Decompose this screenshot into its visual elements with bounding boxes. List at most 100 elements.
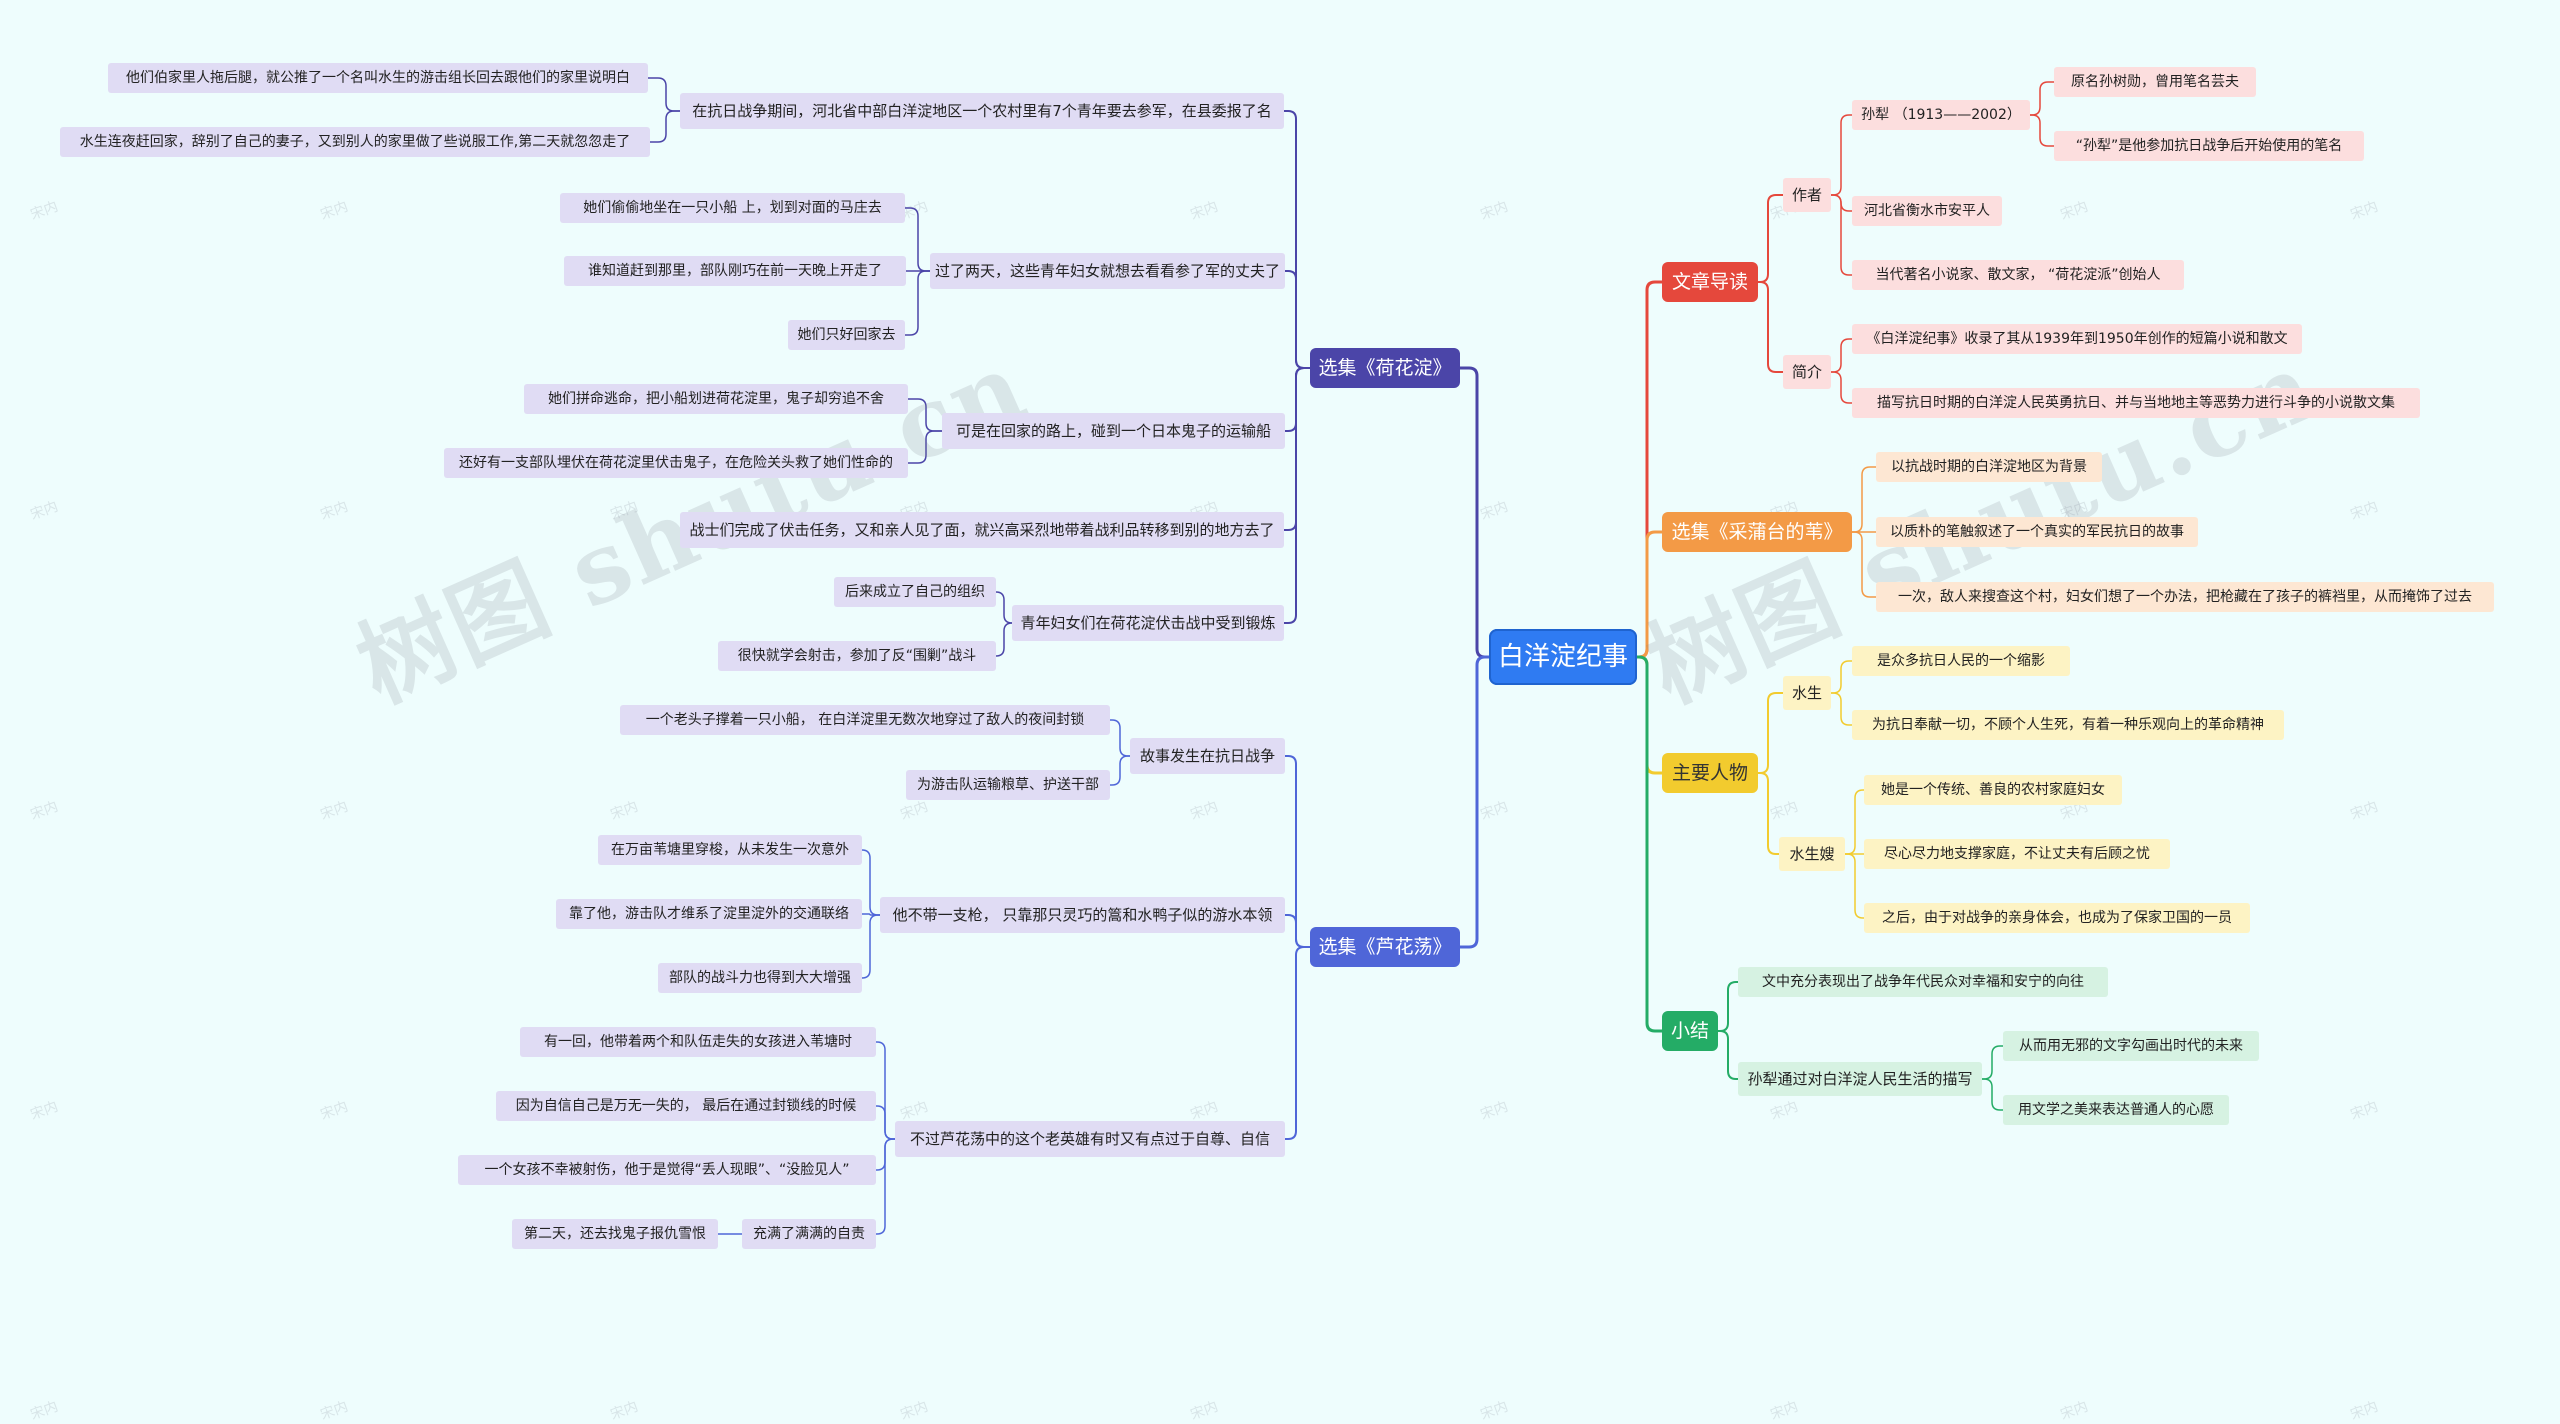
hhd-2-leaf-3[interactable]: 她们只好回家去	[788, 320, 905, 350]
connector	[1635, 530, 1664, 659]
lhd-topic-3[interactable]: 不过芦花荡中的这个老英雄有时又有点过于自尊、自信	[895, 1121, 1285, 1157]
watermark-glyph: 宋内	[608, 1398, 641, 1424]
branch-caipu[interactable]: 选集《采蒲台的苇》	[1662, 512, 1852, 552]
connector	[875, 1138, 896, 1235]
connector	[2029, 81, 2055, 116]
intro-leaf-1[interactable]: 《白洋淀纪事》收录了其从1939年到1950年创作的短篇小说和散文	[1852, 324, 2302, 354]
lhd-3-leaf-2[interactable]: 因为自信自己是万无一失的， 最后在通过封锁线的时候	[496, 1091, 876, 1121]
lhd-2-leaf-1[interactable]: 在万亩苇塘里穿梭，从未发生一次意外	[598, 835, 862, 865]
lhd-2-leaf-2[interactable]: 靠了他，游击队才维系了淀里淀外的交通联络	[556, 899, 862, 929]
hhd-5-leaf-1[interactable]: 后来成立了自己的组织	[834, 577, 996, 607]
watermark-glyph: 宋内	[318, 1398, 351, 1424]
lhd-3-leaf-3[interactable]: 一个女孩不幸被射伤，他于是觉得“丢人现眼”、“没脸见人”	[458, 1155, 876, 1185]
branch-xiaojie[interactable]: 小结	[1662, 1011, 1718, 1051]
branch-daodu[interactable]: 文章导读	[1662, 262, 1758, 302]
connector	[1717, 1030, 1739, 1080]
author-leaf-3[interactable]: 当代著名小说家、散文家， “荷花淀派”创始人	[1852, 260, 2184, 290]
connector	[1830, 660, 1853, 694]
connector	[1830, 194, 1853, 276]
hhd-2-leaf-1[interactable]: 她们偷偷地坐在一只小船 上，划到对面的马庄去	[560, 193, 905, 223]
xiaojie-sunli[interactable]: 孙犁通过对白洋淀人民生活的描写	[1738, 1062, 1982, 1096]
hhd-topic-5[interactable]: 青年妇女们在荷花淀伏击战中受到锻炼	[1012, 605, 1284, 641]
sao-leaf-2[interactable]: 尽心尽力地支撑家庭，不让丈夫有后顾之忧	[1864, 839, 2170, 869]
connector	[1830, 371, 1853, 404]
lhd-3-leaf-4[interactable]: 充满了满满的自责	[742, 1219, 876, 1249]
xiaojie-leaf-1[interactable]: 文中充分表现出了战争年代民众对幸福和安宁的向往	[1738, 967, 2108, 997]
hhd-topic-2[interactable]: 过了两天，这些青年妇女就想去看看参了军的丈夫了	[930, 253, 1285, 289]
connector	[1851, 531, 1877, 598]
connector	[1284, 367, 1311, 432]
branch-luhuadang[interactable]: 选集《芦花荡》	[1310, 927, 1460, 967]
shuisheng-leaf-1[interactable]: 是众多抗日人民的一个缩影	[1852, 646, 2070, 676]
hhd-5-leaf-2[interactable]: 很快就学会射击，参加了反“围剿”战斗	[718, 641, 996, 671]
renwu-shuishengsao[interactable]: 水生嫂	[1779, 837, 1845, 871]
lhd-2-leaf-3[interactable]: 部队的战斗力也得到大大增强	[658, 963, 862, 993]
connector	[1635, 655, 1664, 775]
shuisheng-leaf-2[interactable]: 为抗日奉献一切，不顾个人生死，有着一种乐观向上的革命精神	[1852, 710, 2284, 740]
hhd-topic-3[interactable]: 可是在回家的路上，碰到一个日本鬼子的运输船	[942, 413, 1285, 449]
watermark-glyph: 宋内	[1478, 1398, 1511, 1424]
hhd-2-leaf-2[interactable]: 谁知道赶到那里，部队刚巧在前一天晚上开走了	[564, 256, 906, 286]
lhd-1-leaf-1[interactable]: 一个老头子撑着一只小船， 在白洋淀里无数次地穿过了敌人的夜间封锁	[620, 705, 1110, 735]
renwu-shuisheng[interactable]: 水生	[1783, 676, 1831, 710]
branch-hehuadian[interactable]: 选集《荷花淀》	[1310, 348, 1460, 388]
hhd-topic-1[interactable]: 在抗日战争期间，河北省中部白洋淀地区一个农村里有7个青年要去参军，在县委报了名	[680, 93, 1284, 129]
sunli-leaf-2[interactable]: “孙犁”是他参加抗日战争后开始使用的笔名	[2054, 131, 2364, 161]
connector	[907, 398, 943, 432]
connector	[649, 110, 681, 143]
author-leaf-2[interactable]: 河北省衡水市安平人	[1852, 196, 2002, 226]
sao-leaf-1[interactable]: 她是一个传统、善良的农村家庭妇女	[1864, 775, 2122, 805]
xiaojie-2-leaf-2[interactable]: 用文学之美来表达普通人的心愿	[2003, 1095, 2229, 1125]
connector	[1844, 789, 1865, 855]
connector	[861, 914, 881, 979]
caipu-leaf-3[interactable]: 一次，敌人来搜查这个村，妇女们想了一个办法，把枪藏在了孩子的裤裆里，从而掩饰了过…	[1876, 582, 2494, 612]
connector	[1458, 655, 1491, 949]
sunli-leaf-1[interactable]: 原名孙树勋，曾用笔名芸夫	[2054, 67, 2256, 97]
connector	[1458, 366, 1491, 659]
hhd-topic-4[interactable]: 战士们完成了伏击任务，又和亲人见了面，就兴高采烈地带着战利品转移到别的地方去了	[680, 512, 1284, 548]
connector	[2029, 114, 2055, 147]
lhd-topic-1[interactable]: 故事发生在抗日战争	[1130, 738, 1285, 774]
hhd-3-leaf-2[interactable]: 还好有一支部队埋伏在荷花淀里伏击鬼子，在危险关头救了她们性命的	[444, 448, 908, 478]
connector	[904, 270, 931, 336]
watermark-glyph: 宋内	[1768, 1398, 1801, 1424]
lhd-topic-2[interactable]: 他不带一支枪， 只靠那只灵巧的篙和水鸭子似的游水本领	[880, 897, 1285, 933]
connector	[1981, 1078, 2004, 1111]
connector	[647, 77, 681, 112]
mind-map-canvas: 宋内宋内宋内宋内宋内宋内宋内宋内宋内宋内宋内宋内宋内宋内宋内宋内宋内宋内宋内宋内…	[28, 63, 2494, 1423]
lhd-3-leaf-1[interactable]: 有一回，他带着两个和队伍走失的女孩进入苇塘时	[520, 1027, 876, 1057]
connector	[1284, 755, 1311, 948]
connector	[1284, 914, 1311, 948]
daodu-intro[interactable]: 简介	[1783, 355, 1831, 389]
connector	[1830, 338, 1853, 373]
hhd-1-leaf-1[interactable]: 他们伯家里人拖后腿，就公推了一个名叫水生的游击组长回去跟他们的家里说明白	[108, 63, 648, 93]
connector	[1830, 114, 1853, 196]
connector	[1830, 692, 1853, 726]
daodu-author[interactable]: 作者	[1783, 178, 1831, 212]
lhd-3-4-leaf-1[interactable]: 第二天，还去找鬼子报仇雪恨	[512, 1219, 718, 1249]
author-sunli[interactable]: 孙犁 （1913——2002）	[1852, 100, 2030, 130]
watermark-glyph: 宋内	[1188, 1398, 1221, 1424]
sao-leaf-3[interactable]: 之后，由于对战争的亲身体会，也成为了保家卫国的一员	[1864, 903, 2250, 933]
connector	[1283, 367, 1311, 624]
connector	[1284, 946, 1311, 1140]
intro-leaf-2[interactable]: 描写抗日时期的白洋淀人民英勇抗日、并与当地地主等恶势力进行斗争的小说散文集	[1852, 388, 2420, 418]
caipu-leaf-2[interactable]: 以质朴的笔触叙述了一个真实的军民抗日的故事	[1876, 517, 2198, 547]
connector	[1851, 466, 1877, 533]
lhd-1-leaf-2[interactable]: 为游击队运输粮草、护送干部	[906, 770, 1110, 800]
connector	[1757, 772, 1780, 855]
watermark-glyph: 宋内	[2058, 1398, 2091, 1424]
hhd-1-leaf-2[interactable]: 水生连夜赶回家，辞别了自己的妻子，又到别人的家里做了些说服工作,第二天就忽忽走了	[60, 127, 650, 157]
connector	[995, 591, 1013, 624]
watermark-glyph: 宋内	[28, 1398, 61, 1424]
connector	[1635, 655, 1664, 1033]
hhd-3-leaf-1[interactable]: 她们拼命逃命，把小船划进荷花淀里，鬼子却穷追不舍	[524, 384, 908, 414]
connector	[1757, 692, 1784, 774]
caipu-leaf-1[interactable]: 以抗战时期的白洋淀地区为背景	[1876, 452, 2102, 482]
root-node[interactable]: 白洋淀纪事	[1489, 629, 1637, 685]
branch-renwu[interactable]: 主要人物	[1662, 753, 1758, 793]
connector	[1981, 1045, 2004, 1080]
connector	[1109, 719, 1131, 757]
xiaojie-2-leaf-1[interactable]: 从而用无邪的文字勾画出时代的未来	[2003, 1031, 2259, 1061]
connector	[1757, 281, 1784, 373]
